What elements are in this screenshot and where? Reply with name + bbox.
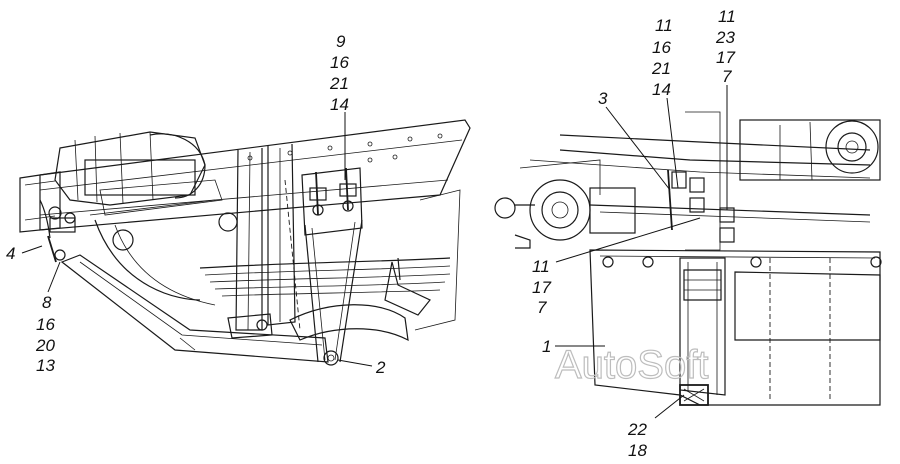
callout-3: 3 [598, 89, 608, 108]
callout-11a-line2: 16 [652, 38, 671, 57]
callout-22-group: 22 18 [627, 420, 647, 460]
callout-9-line2: 16 [330, 53, 349, 72]
left-leaders [21, 112, 373, 367]
callout-8-line4: 13 [36, 356, 55, 375]
callout-8-group: 8 16 20 13 [35, 293, 55, 375]
callout-11c-group: 11 17 7 [532, 257, 551, 317]
watermark-text: AutoSoft [555, 343, 708, 387]
callout-22-line2: 18 [628, 441, 647, 460]
callout-11a-group: 11 16 21 14 [651, 16, 673, 99]
callout-11c-line3: 7 [537, 298, 547, 317]
callout-2: 2 [375, 358, 386, 377]
callout-8-line1: 8 [42, 293, 52, 312]
left-assembly-view [19, 119, 471, 366]
callout-11a-line1: 11 [655, 16, 673, 35]
callout-9-line3: 21 [329, 74, 349, 93]
callout-11b-line2: 23 [715, 28, 735, 47]
callout-4: 4 [6, 244, 15, 263]
callout-11b-line1: 11 [718, 7, 736, 26]
callout-8-line2: 16 [36, 315, 55, 334]
callout-22-line1: 22 [627, 420, 647, 439]
callout-11b-line4: 7 [722, 67, 732, 86]
callout-9-line4: 14 [330, 95, 349, 114]
callout-1: 1 [542, 337, 551, 356]
callout-8-line3: 20 [35, 336, 55, 355]
callout-11c-line2: 17 [532, 278, 551, 297]
callout-11a-line3: 21 [651, 59, 671, 78]
callout-11a-line4: 14 [652, 80, 671, 99]
callout-11b-group: 11 23 17 7 [715, 7, 736, 86]
right-assembly-view [494, 111, 882, 406]
callout-9-line1: 9 [336, 32, 346, 51]
callout-11c-line1: 11 [532, 257, 550, 276]
callout-11b-line3: 17 [716, 48, 735, 67]
right-leaders [555, 85, 728, 419]
callout-9-group: 9 16 21 14 [329, 32, 349, 114]
